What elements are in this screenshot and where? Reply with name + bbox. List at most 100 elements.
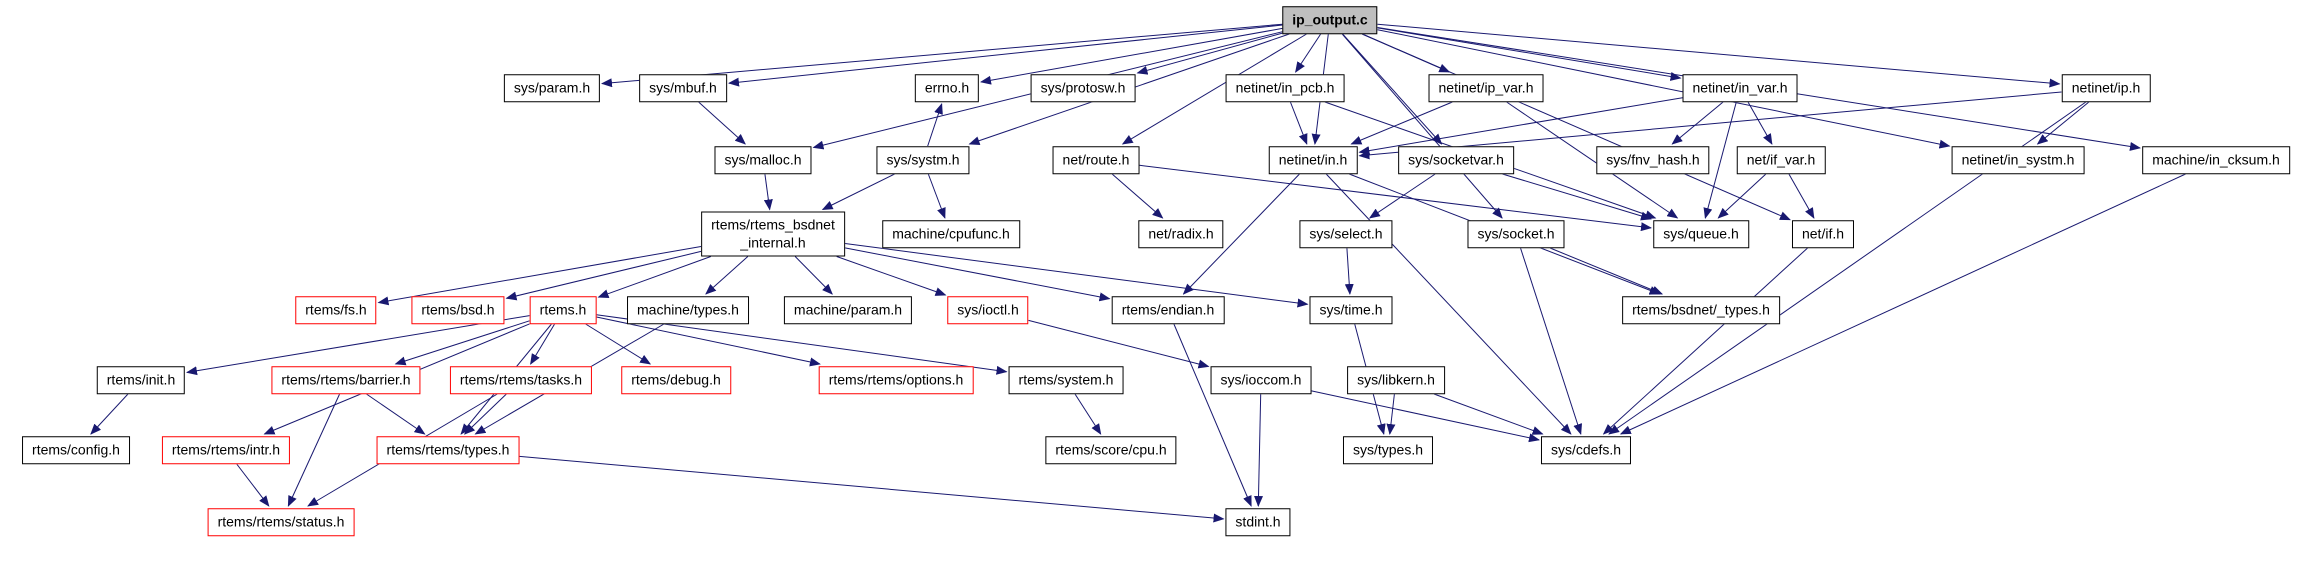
graph-node-rtems_h[interactable]: rtems.h	[529, 296, 597, 324]
include-edge-sys_socket_h-to-rtems_bsdnet_types_h	[1549, 247, 1664, 295]
include-edge-rtems_h-to-rtems_debug_h	[585, 323, 652, 365]
include-edge-sys_systm_h-to-errno_h	[927, 103, 943, 147]
include-edge-sys_select_h-to-sys_time_h	[1344, 247, 1354, 295]
graph-node-netinet_ip_var_h[interactable]: netinet/ip_var.h	[1428, 74, 1544, 102]
graph-node-net_if_h[interactable]: net/if.h	[1791, 220, 1855, 248]
graph-node-net_radix_h[interactable]: net/radix.h	[1138, 220, 1224, 248]
include-edge-ip_output_c-to-sys_mbuf_h	[728, 24, 1283, 87]
graph-node-netinet_in_h[interactable]: netinet/in.h	[1268, 146, 1358, 174]
graph-node-rtems_rtems_tasks_h[interactable]: rtems/rtems/tasks.h	[449, 366, 593, 394]
graph-node-sys_select_h[interactable]: sys/select.h	[1299, 220, 1393, 248]
graph-node-sys_queue_h[interactable]: sys/queue.h	[1653, 220, 1749, 248]
include-edge-net_route_h-to-net_radix_h	[1111, 173, 1164, 219]
graph-node-netinet_in_var_h[interactable]: netinet/in_var.h	[1682, 74, 1798, 102]
graph-node-net_if_var_h[interactable]: net/if_var.h	[1736, 146, 1826, 174]
graph-node-rtems_rtems_barrier_h[interactable]: rtems/rtems/barrier.h	[271, 366, 421, 394]
include-edge-ip_output_c-to-net_if_h	[1362, 33, 1791, 221]
include-edge-rtems_rtems_types_h-to-stdint_h	[519, 455, 1225, 523]
include-edge-rtems_bsdnet_internal_h-to-machine_types_h	[705, 256, 749, 295]
include-edge-rtems_h-to-rtems_init_h	[186, 315, 530, 376]
include-edge-rtems_bsdnet_internal_h-to-rtems_fs_h	[377, 246, 702, 306]
include-edge-rtems_h-to-rtems_rtems_tasks_h	[530, 323, 556, 365]
graph-node-rtems_debug_h[interactable]: rtems/debug.h	[621, 366, 731, 394]
graph-node-rtems_endian_h[interactable]: rtems/endian.h	[1111, 296, 1225, 324]
include-edge-ip_output_c-to-netinet_ip_h	[1377, 23, 2061, 88]
graph-node-netinet_ip_h[interactable]: netinet/ip.h	[2061, 74, 2151, 102]
graph-node-rtems_rtems_intr_h[interactable]: rtems/rtems/intr.h	[161, 436, 291, 464]
graph-node-rtems_bsd_h[interactable]: rtems/bsd.h	[411, 296, 505, 324]
graph-node-netinet_in_systm_h[interactable]: netinet/in_systm.h	[1951, 146, 2085, 174]
graph-node-sys_ioccom_h[interactable]: sys/ioccom.h	[1210, 366, 1312, 394]
include-edge-ip_output_c-to-sys_param_h	[601, 23, 1283, 88]
include-edge-netinet_in_h-to-rtems_endian_h	[1182, 173, 1300, 295]
include-edge-rtems_rtems_intr_h-to-rtems_rtems_status_h	[236, 463, 270, 507]
graph-node-machine_types_h[interactable]: machine/types.h	[627, 296, 749, 324]
graph-node-rtems_rtems_types_h[interactable]: rtems/rtems/types.h	[376, 436, 520, 464]
graph-node-netinet_in_pcb_h[interactable]: netinet/in_pcb.h	[1225, 74, 1345, 102]
graph-node-rtems_fs_h[interactable]: rtems/fs.h	[295, 296, 377, 324]
include-edge-ip_output_c-to-sys_socketvar_h	[1342, 33, 1443, 145]
include-edge-net_route_h-to-sys_queue_h	[1139, 164, 1652, 232]
graph-node-rtems_system_h[interactable]: rtems/system.h	[1008, 366, 1124, 394]
graph-node-sys_systm_h[interactable]: sys/systm.h	[876, 146, 970, 174]
include-edge-net_if_var_h-to-net_if_h	[1788, 173, 1815, 219]
include-edge-netinet_in_var_h-to-net_if_var_h	[1747, 101, 1773, 145]
include-edge-ip_output_c-to-netinet_in_systm_h	[1377, 29, 1951, 149]
include-edge-rtems_bsdnet_internal_h-to-sys_ioctl_h	[836, 256, 947, 296]
include-edge-net_if_h-to-sys_cdefs_h	[1602, 247, 1808, 435]
include-edge-rtems_rtems_tasks_h-to-rtems_rtems_types_h	[463, 393, 507, 435]
graph-node-sys_cdefs_h[interactable]: sys/cdefs.h	[1540, 436, 1632, 464]
graph-node-machine_in_cksum_h[interactable]: machine/in_cksum.h	[2142, 146, 2290, 174]
include-edge-sys_ioctl_h-to-sys_ioccom_h	[1028, 319, 1210, 369]
graph-node-rtems_rtems_options_h[interactable]: rtems/rtems/options.h	[818, 366, 974, 394]
include-edge-rtems_bsdnet_internal_h-to-sys_time_h	[844, 243, 1309, 308]
include-edge-netinet_in_pcb_h-to-netinet_in_h	[1289, 101, 1308, 145]
graph-node-net_route_h[interactable]: net/route.h	[1052, 146, 1140, 174]
graph-node-rtems_config_h[interactable]: rtems/config.h	[22, 436, 130, 464]
include-edge-netinet_in_var_h-to-sys_fnv_hash_h	[1671, 101, 1724, 145]
include-edge-rtems_system_h-to-rtems_score_cpu_h	[1074, 393, 1102, 435]
graph-node-rtems_rtems_status_h[interactable]: rtems/rtems/status.h	[207, 508, 355, 536]
graph-node-rtems_bsdnet_internal_h[interactable]: rtems/rtems_bsdnet _internal.h	[701, 211, 845, 257]
graph-node-sys_malloc_h[interactable]: sys/malloc.h	[714, 146, 812, 174]
graph-node-sys_time_h[interactable]: sys/time.h	[1309, 296, 1393, 324]
include-edge-netinet_in_h-to-sys_cdefs_h	[1325, 173, 1572, 435]
include-edge-rtems_h-to-rtems_rtems_barrier_h	[394, 320, 530, 366]
graph-node-rtems_score_cpu_h[interactable]: rtems/score/cpu.h	[1045, 436, 1177, 464]
include-edge-rtems_bsdnet_internal_h-to-machine_param_h	[794, 256, 833, 295]
graph-node-machine_param_h[interactable]: machine/param.h	[783, 296, 913, 324]
graph-node-machine_cpufunc_h[interactable]: machine/cpufunc.h	[882, 220, 1020, 248]
graph-node-rtems_bsdnet_types_h[interactable]: rtems/bsdnet/_types.h	[1622, 296, 1780, 324]
include-edge-sys_mbuf_h-to-sys_malloc_h	[698, 101, 746, 145]
graph-node-ip_output_c[interactable]: ip_output.c	[1282, 6, 1378, 34]
include-edge-netinet_ip_h-to-netinet_in_systm_h	[2036, 101, 2090, 145]
include-edge-rtems_h-to-rtems_system_h	[596, 314, 1008, 375]
include-edge-net_if_var_h-to-sys_queue_h	[1717, 173, 1767, 219]
graph-node-sys_libkern_h[interactable]: sys/libkern.h	[1347, 366, 1445, 394]
graph-node-sys_fnv_hash_h[interactable]: sys/fnv_hash.h	[1596, 146, 1710, 174]
graph-node-sys_protosw_h[interactable]: sys/protosw.h	[1030, 74, 1136, 102]
include-edge-ip_output_c-to-netinet_in_var_h	[1377, 27, 1682, 81]
graph-node-sys_socket_h[interactable]: sys/socket.h	[1467, 220, 1565, 248]
include-edge-rtems_endian_h-to-stdint_h	[1173, 323, 1252, 507]
graph-node-sys_ioctl_h[interactable]: sys/ioctl.h	[947, 296, 1029, 324]
graph-node-rtems_init_h[interactable]: rtems/init.h	[96, 366, 186, 394]
include-edge-rtems_bsdnet_internal_h-to-rtems_bsd_h	[505, 250, 702, 301]
include-edge-sys_malloc_h-to-rtems_bsdnet_internal_h	[763, 173, 773, 211]
graph-node-errno_h[interactable]: errno.h	[914, 74, 980, 102]
include-edge-ip_output_c-to-sys_protosw_h	[1136, 32, 1283, 75]
graph-node-sys_mbuf_h[interactable]: sys/mbuf.h	[639, 74, 727, 102]
include-edge-machine_in_cksum_h-to-sys_cdefs_h	[1619, 173, 2186, 435]
graph-node-sys_param_h[interactable]: sys/param.h	[503, 74, 601, 102]
include-edge-rtems_rtems_barrier_h-to-rtems_rtems_status_h	[287, 393, 341, 507]
graph-node-sys_types_h[interactable]: sys/types.h	[1342, 436, 1434, 464]
graph-node-sys_socketvar_h[interactable]: sys/socketvar.h	[1398, 146, 1514, 174]
include-edge-rtems_bsdnet_internal_h-to-rtems_endian_h	[844, 247, 1111, 302]
graph-node-stdint_h[interactable]: stdint.h	[1225, 508, 1291, 536]
include-edge-netinet_ip_var_h-to-netinet_in_h	[1350, 101, 1453, 145]
include-edge-sys_systm_h-to-machine_cpufunc_h	[927, 173, 946, 219]
include-edge-sys_ioccom_h-to-stdint_h	[1254, 393, 1264, 507]
include-edge-rtems_h-to-rtems_rtems_options_h	[596, 316, 821, 367]
